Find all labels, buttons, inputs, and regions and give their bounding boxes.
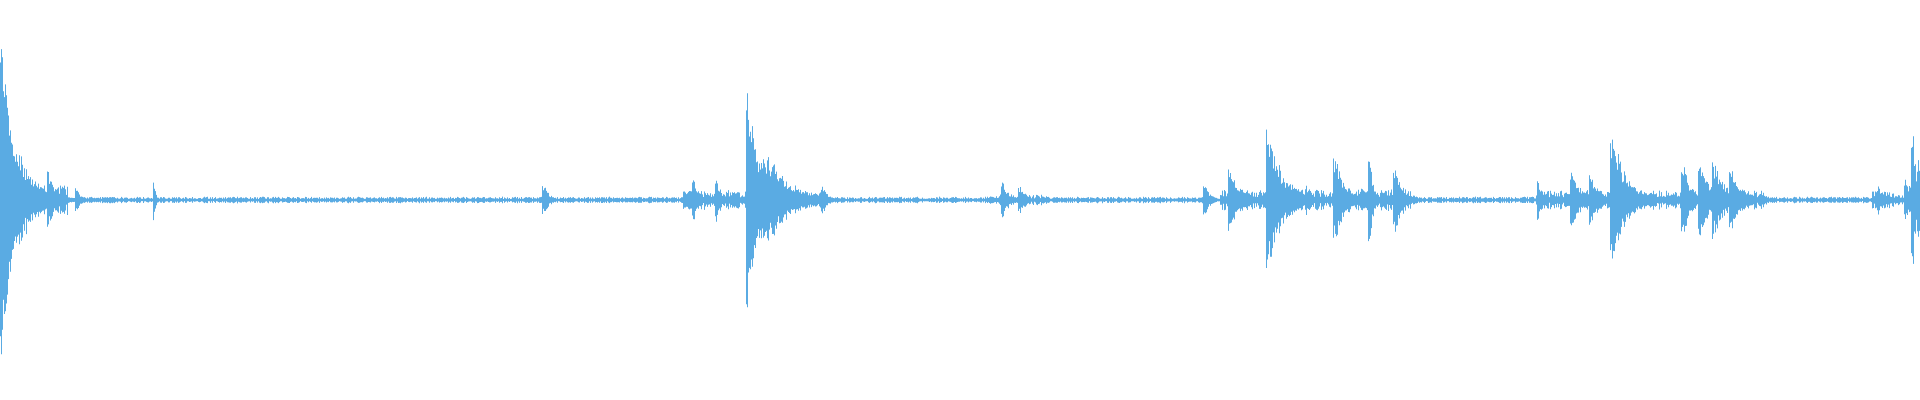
audio-waveform[interactable] — [0, 0, 1920, 400]
waveform-panel — [0, 0, 1920, 400]
